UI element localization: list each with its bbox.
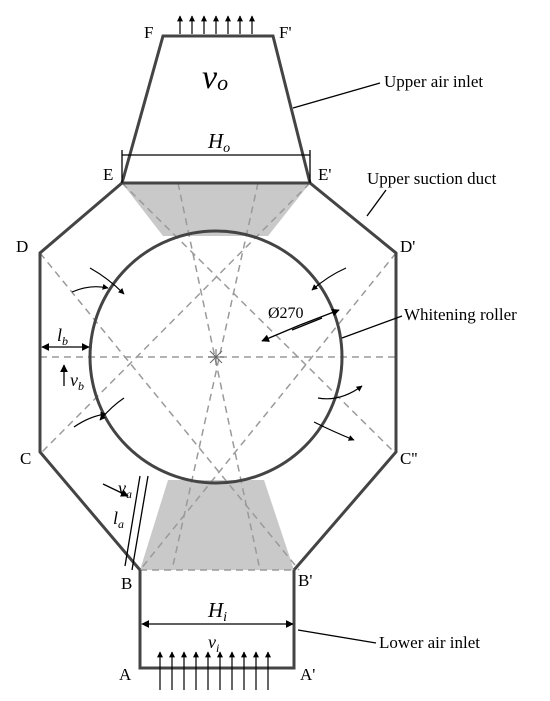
label-B-prime: B' [298,571,312,590]
upper-shaded-channel [122,183,310,236]
symbol-H-o: Ho [207,129,230,156]
diameter-label: Ø270 [268,305,304,322]
symbol-H-i: Hi [207,598,227,625]
ho-dimension [121,150,311,183]
label-D: D [16,237,28,256]
diameter-arrow-inner [261,324,301,342]
diameter-leader [291,317,323,331]
va-arrow [102,483,129,497]
label-F: F [144,23,153,42]
annotation-lower-air-inlet: Lower air inlet [379,633,480,652]
whitening-roller-circle [88,229,344,485]
symbol-v-o: vo [202,59,228,96]
label-D-prime: D' [400,237,415,256]
label-B: B [121,574,132,593]
label-C: C [20,449,31,468]
symbol-v-i: vi [208,632,219,655]
roller-flow-arrows [71,267,363,441]
annotation-whitening-roller: Whitening roller [404,305,517,324]
label-A-prime: A' [300,665,315,684]
annotation-upper-suction-duct: Upper suction duct [367,169,497,188]
lower-shaded-channel [140,480,294,570]
bottom-inflow-arrows [157,651,271,690]
diameter-arrow [299,308,340,326]
la-dimension [124,475,149,571]
symbol-l-a: la [113,508,124,531]
upper-air-inlet-leader [292,82,381,109]
symbol-v-a: va [118,478,132,501]
upper-suction-duct-leader [366,189,387,217]
symbol-l-b: lb [57,325,68,348]
lower-air-inlet-leader [297,629,377,644]
whitening-roller-leader [341,315,403,339]
upper-air-inlet-outline [120,34,312,184]
lower-air-inlet-outline [138,570,296,670]
label-A: A [119,665,132,684]
annotation-upper-air-inlet: Upper air inlet [384,72,483,91]
symbol-v-b: vb [70,370,84,393]
roller-centre-mark [208,349,224,365]
label-E: E [103,165,113,184]
label-C-prime: C'' [400,449,417,468]
top-outflow-arrows [177,15,255,34]
housing-outline [38,181,398,571]
label-F-prime: F' [279,23,292,42]
label-E-prime: E' [318,165,331,184]
